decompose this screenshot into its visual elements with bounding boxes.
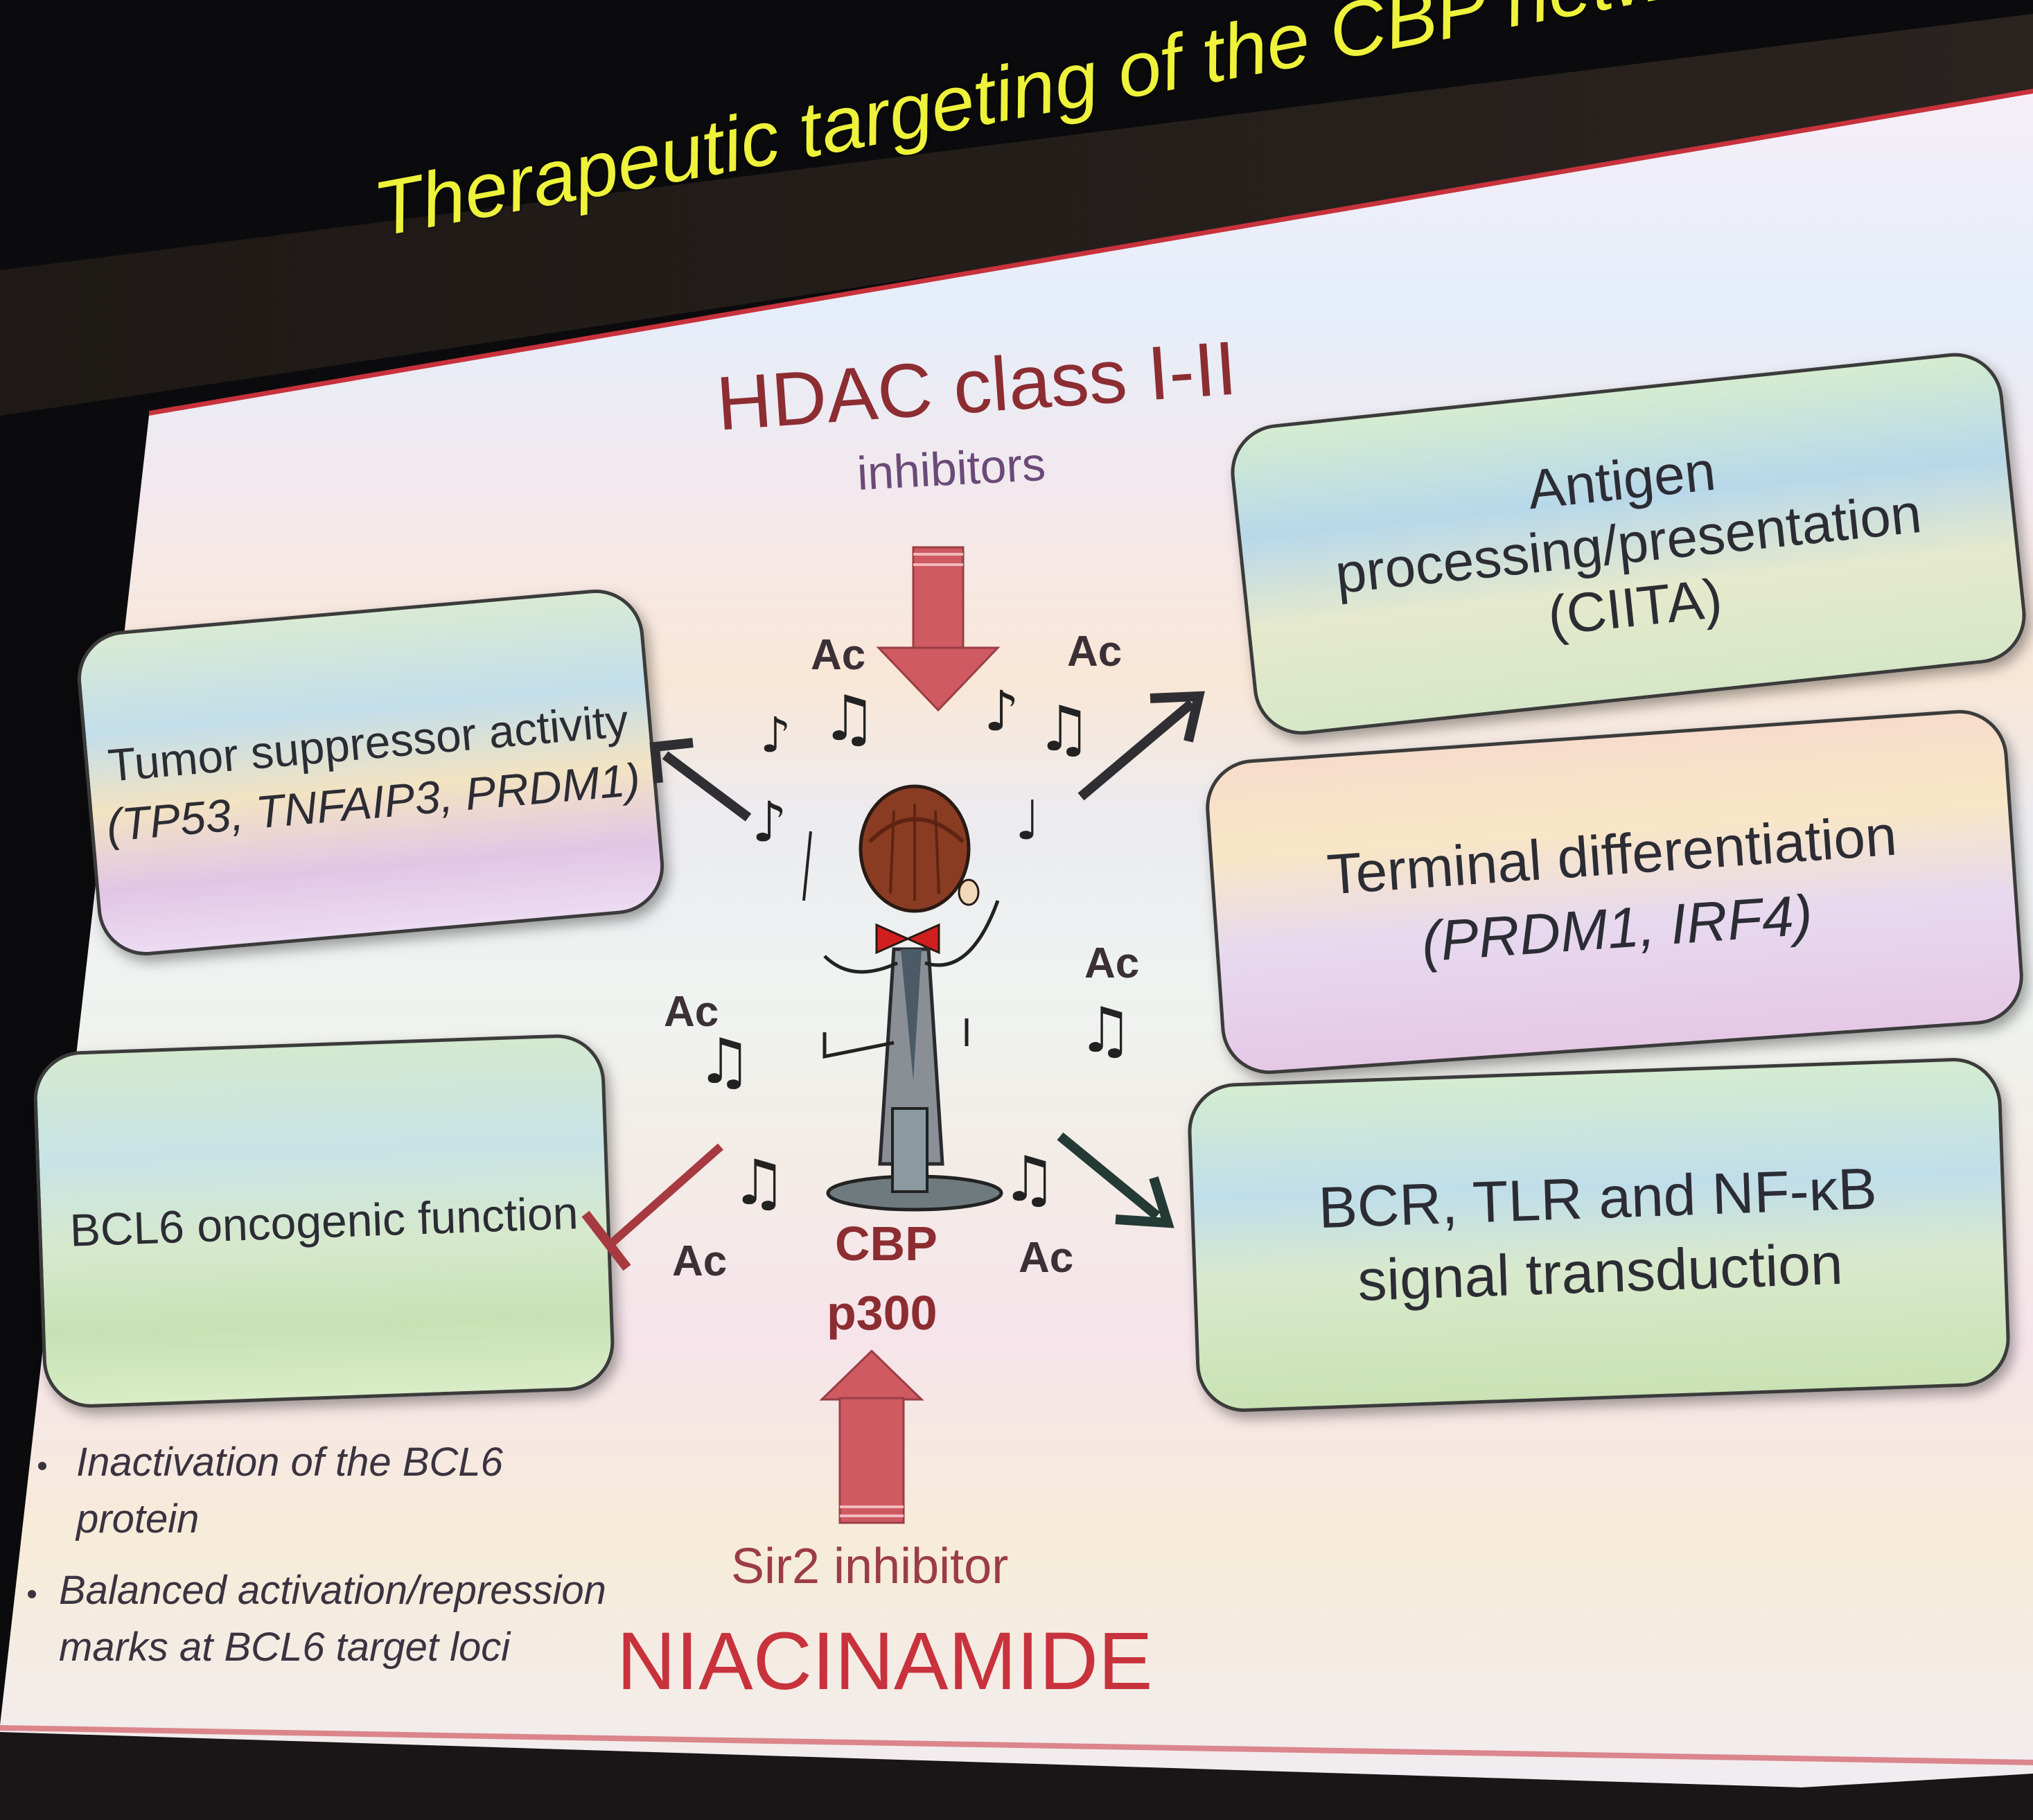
sir2-label: Sir2 inhibitor xyxy=(731,1539,1009,1594)
box-tumor-suppressor: Tumor suppressor activity (TP53, TNFAIP3… xyxy=(73,585,668,960)
acetyl-label: Ac xyxy=(811,631,866,679)
bullet-dot xyxy=(28,1590,36,1598)
box-bcl6: BCL6 oncogenic function xyxy=(32,1032,616,1410)
bullet-2: Balanced activation/repression marks at … xyxy=(59,1562,606,1676)
acetyl-label: Ac xyxy=(1084,939,1140,987)
cbp-label: CBP xyxy=(835,1217,938,1271)
music-note-icon: ♫ xyxy=(1036,693,1092,766)
acetyl-label: Ac xyxy=(664,988,719,1036)
bcr-line1: BCR, TLR and NF-κB xyxy=(1317,1155,1878,1240)
p300-label: p300 xyxy=(827,1286,938,1340)
music-note-icon: ♫ xyxy=(731,1147,787,1219)
music-note-icon: ♫ xyxy=(821,682,877,755)
terminal-line1: Terminal differentiation xyxy=(1325,804,1899,907)
acetyl-label: Ac xyxy=(672,1237,728,1285)
music-note-icon: ♩ xyxy=(1015,790,1041,852)
acetyl-label: Ac xyxy=(1067,628,1123,675)
music-note-icon: ♫ xyxy=(1077,994,1134,1067)
music-note-icon: ♪ xyxy=(752,790,788,854)
bcl6-title: BCL6 oncogenic function xyxy=(69,1186,579,1256)
niacinamide-label: NIACINAMIDE xyxy=(617,1616,1153,1707)
acetyl-label: Ac xyxy=(1019,1234,1074,1282)
music-note-icon: ♫ xyxy=(696,1025,753,1098)
bcr-line2: signal transduction xyxy=(1356,1230,1844,1313)
music-note-icon: ♫ xyxy=(1001,1143,1057,1216)
bullet-2-line1: Balanced activation/repression xyxy=(59,1568,606,1613)
bullet-dot xyxy=(38,1462,46,1470)
bullet-1-line1: Inactivation of the BCL6 xyxy=(76,1440,503,1485)
box-terminal-differentiation: Terminal differentiation (PRDM1, IRF4) xyxy=(1202,707,2027,1077)
hdac-inhibitors-label: inhibitors xyxy=(856,437,1047,500)
bullet-2-line2: marks at BCL6 target loci xyxy=(59,1625,511,1670)
bullet-1-line2: protein xyxy=(76,1496,200,1541)
music-note-icon: ♪ xyxy=(984,679,1020,743)
bullet-1: Inactivation of the BCL6 protein xyxy=(76,1434,503,1548)
music-note-icon: ♪ xyxy=(760,707,791,763)
box-bcr-signaling: BCR, TLR and NF-κB signal transduction xyxy=(1186,1056,2012,1414)
